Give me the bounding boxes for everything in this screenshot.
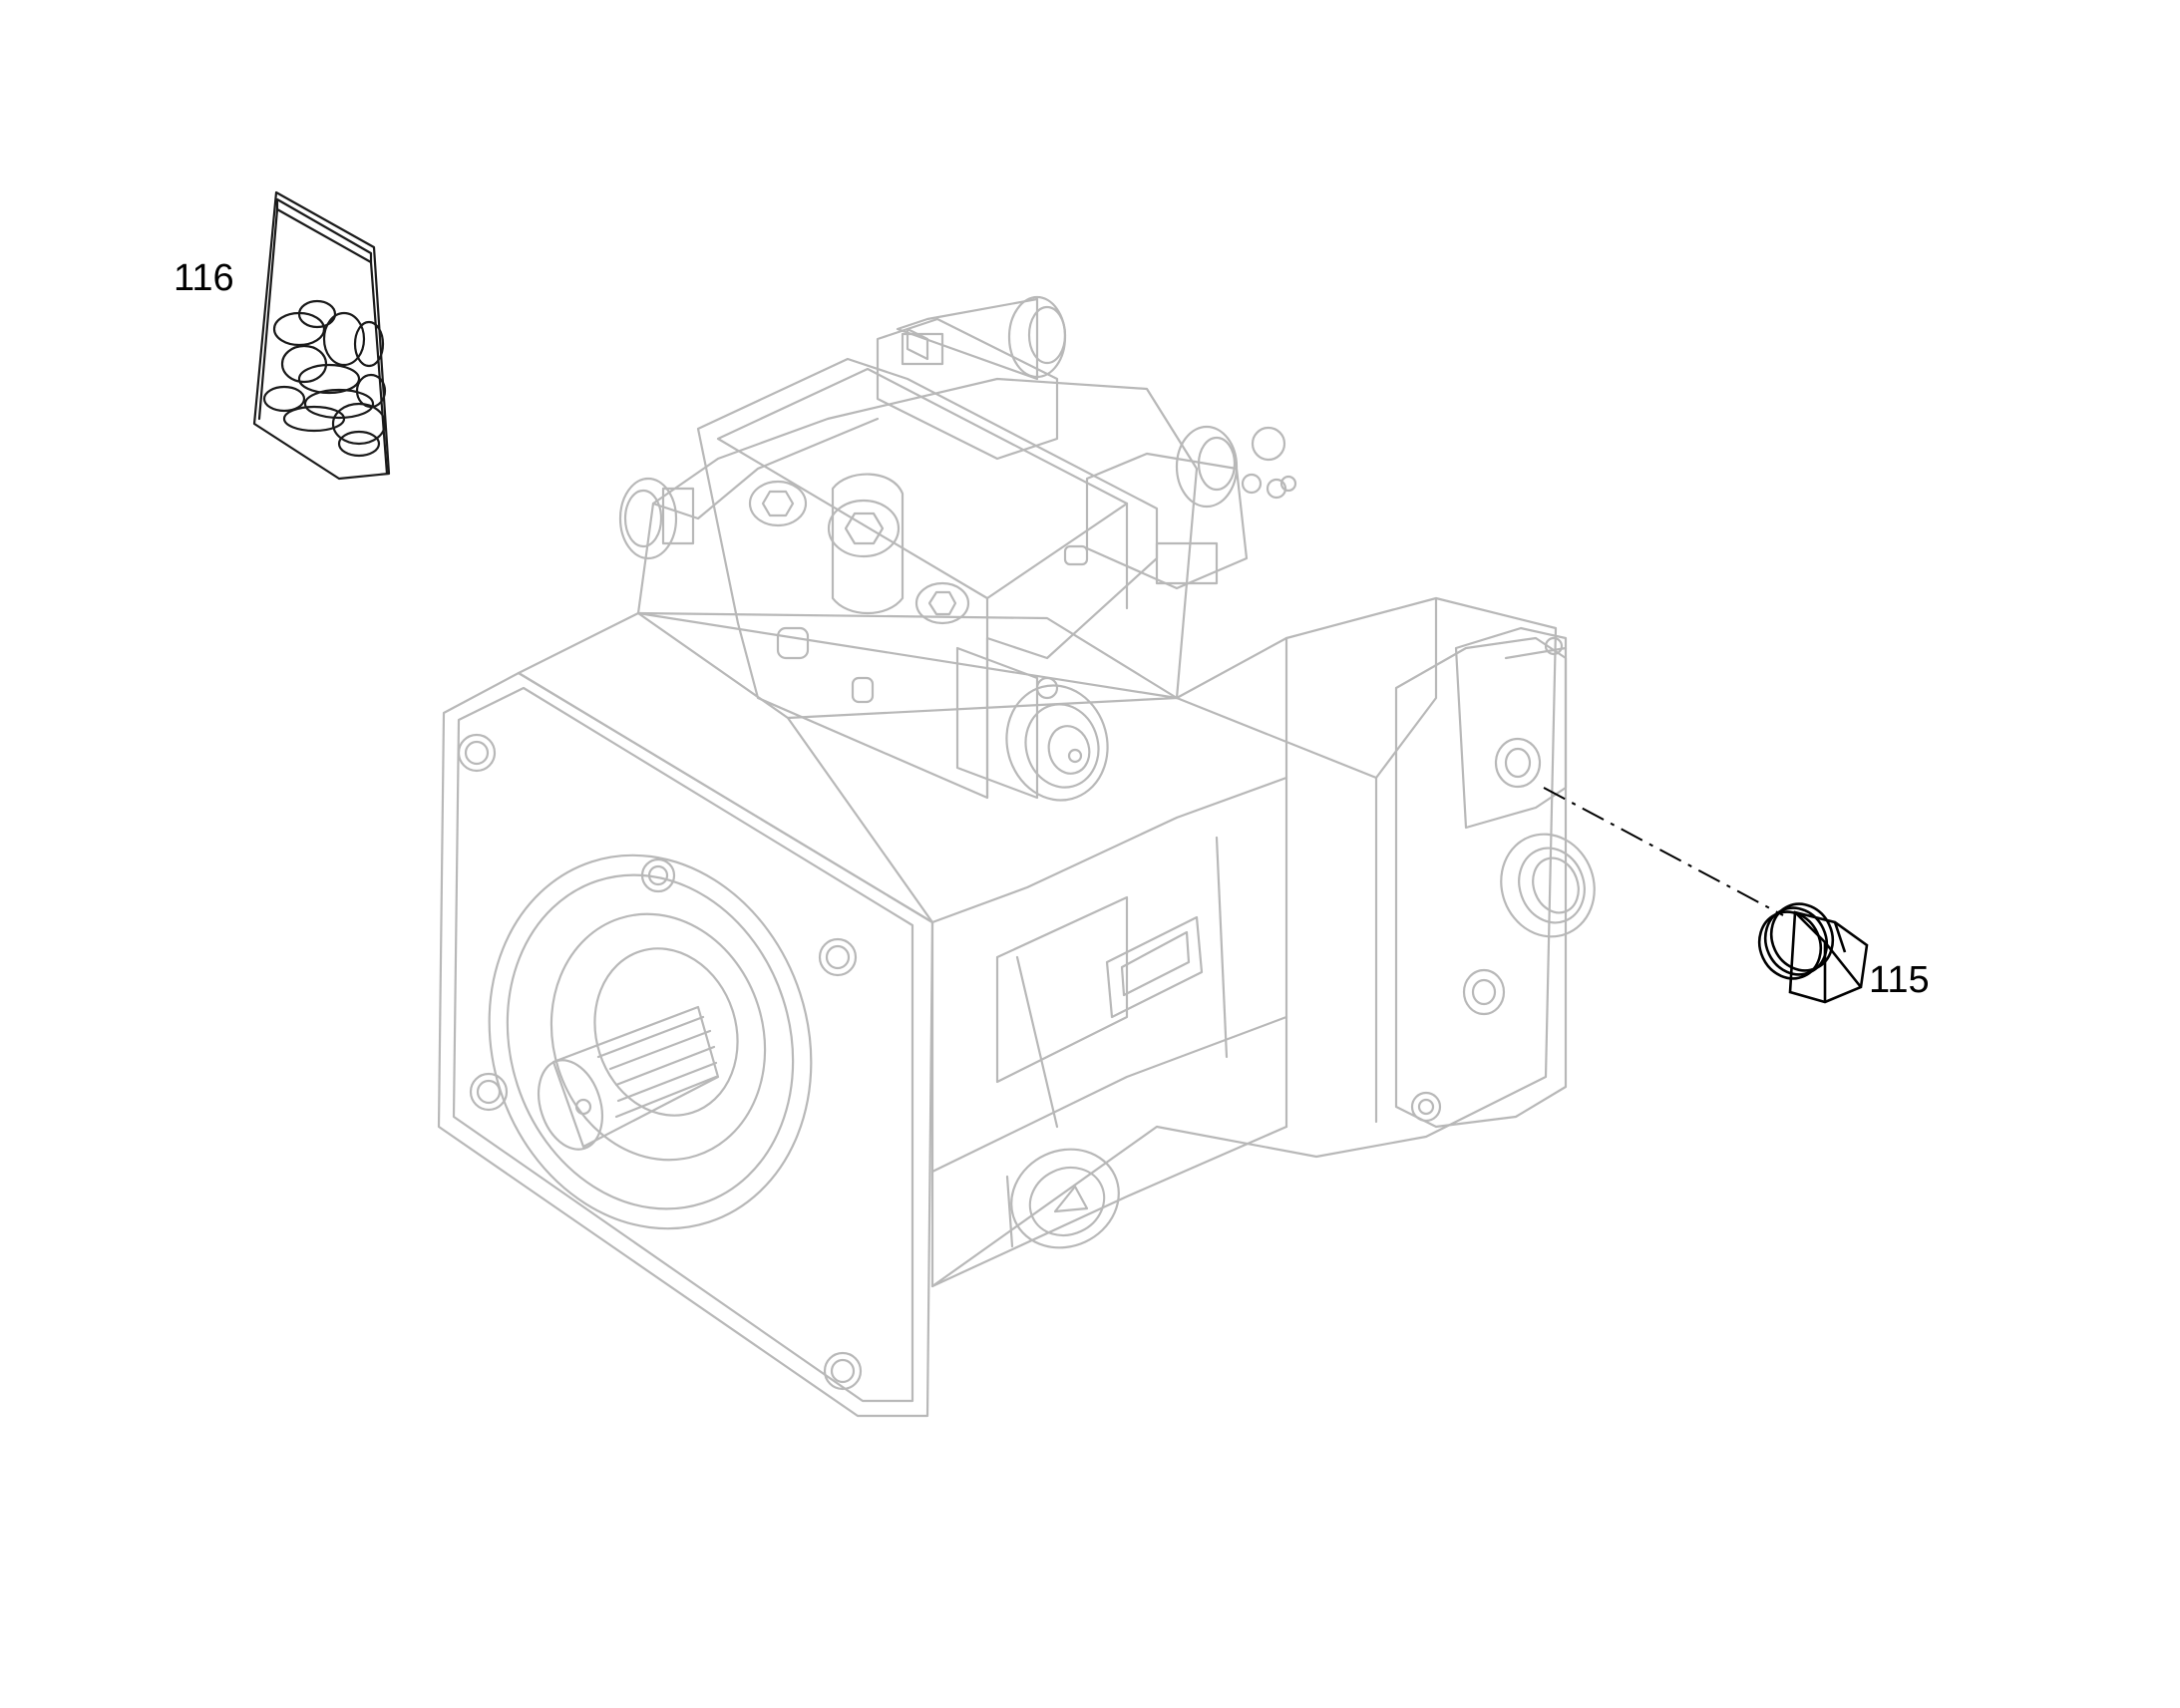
leader-line-115 [1543, 787, 1784, 916]
callout-116: 116 [174, 257, 234, 299]
threaded-plug [1757, 902, 1869, 1004]
pump-assembly [437, 295, 1596, 1418]
callout-115: 115 [1869, 959, 1930, 1001]
seal-kit-bag [252, 190, 391, 481]
